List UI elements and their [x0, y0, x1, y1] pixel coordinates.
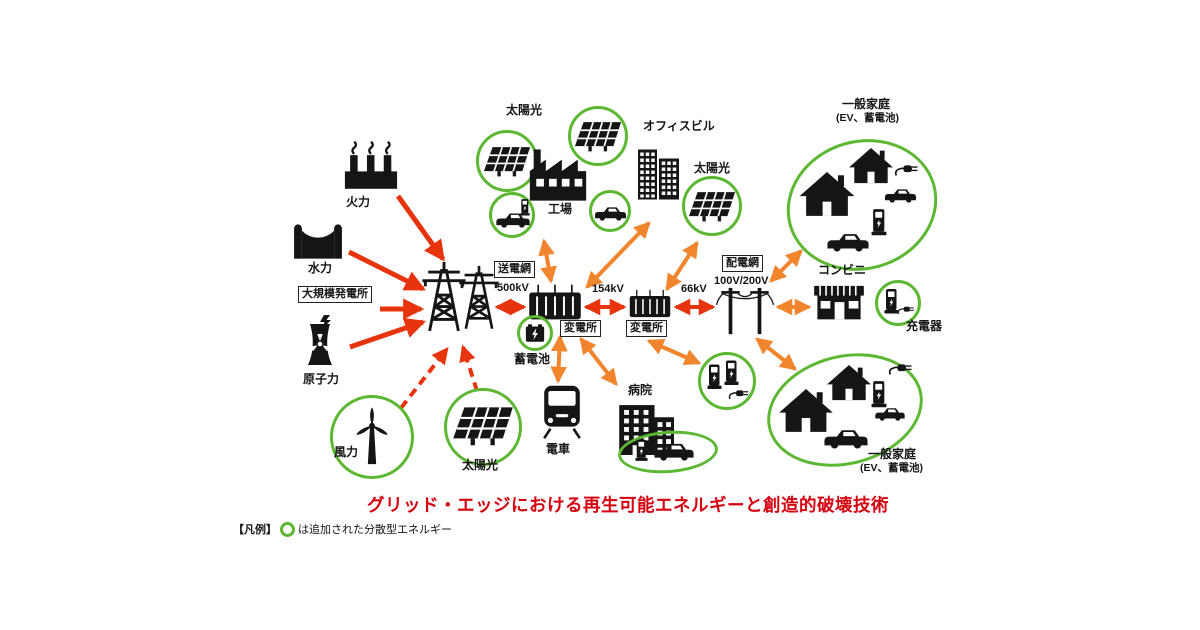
arrow-wind-to-grid: [399, 347, 449, 410]
solar-panel-icon: [688, 191, 736, 222]
ev-charger-icon: [724, 359, 739, 387]
wind-turbine-icon: [346, 400, 398, 472]
battery-label: 蓄電池: [514, 352, 551, 366]
solar-top1-label: 太陽光: [506, 103, 543, 117]
ev-charger-icon: [635, 438, 648, 463]
arrow-pole-home-bottom: [755, 337, 797, 371]
convenience-store-icon: [812, 281, 866, 321]
solar-panel-icon: [452, 406, 514, 446]
ev-charger-icon: [520, 198, 530, 217]
plug-icon: [888, 359, 916, 376]
substation-transformer-icon: [628, 287, 672, 320]
arrow-substation-chargers: [646, 339, 702, 365]
ev-charger-icon: [707, 363, 722, 391]
legend-text: は追加された分散型エネルギー: [298, 524, 452, 536]
arrow-hydro-to-grid: [347, 249, 426, 292]
train-label: 電車: [546, 442, 571, 456]
utility-pole-icon: [716, 283, 774, 335]
voltage-154kv: 154kV: [592, 283, 624, 295]
house-icon: [849, 148, 893, 184]
voltage-100v200v: 100V/200V: [714, 275, 769, 287]
arrow-substation-solar-right: [665, 240, 699, 292]
office-label: オフィスビル: [643, 119, 715, 133]
wind-label: 風力: [334, 445, 359, 459]
ev-car-icon: [874, 406, 906, 421]
ev-car-icon: [884, 187, 917, 203]
hydro-dam-icon: [292, 220, 344, 262]
battery-green-circle: [517, 315, 553, 351]
arrow-nuclear-to-grid: [349, 317, 426, 350]
arrow-thermal-to-grid: [395, 194, 446, 262]
large-plant-label: 大規模発電所: [298, 286, 372, 303]
chargers-green-circle: [698, 352, 756, 410]
charger-label: 充電器: [906, 319, 943, 333]
office-building-icon: [633, 135, 683, 212]
ev-green-circle: [589, 190, 631, 232]
charger-green-circle: [875, 280, 921, 326]
home-top-sublabel: (EV、蓄電池): [836, 112, 899, 124]
solar-bottom-label: 太陽光: [462, 458, 499, 472]
ev-charger-icon: [871, 207, 887, 238]
factory-label: 工場: [548, 202, 573, 216]
plug-icon: [894, 160, 922, 177]
legend-prefix: 【凡例】: [233, 524, 277, 536]
substation1-label: 変電所: [560, 320, 601, 337]
conbini-label: コンビニ: [818, 263, 867, 277]
hydro-label: 水力: [308, 261, 333, 275]
arrow-substation-office: [585, 221, 651, 289]
voltage-66kv: 66kV: [681, 283, 707, 295]
train-icon: [540, 384, 584, 440]
house-icon: [827, 365, 871, 401]
plug-icon: [728, 386, 752, 400]
solar-bottom-green-circle: [444, 388, 522, 466]
home-bottom-sublabel: (EV、蓄電池): [860, 462, 923, 474]
legend: 【凡例】 は追加された分散型エネルギー: [233, 521, 452, 537]
wind-green-circle: [330, 395, 414, 479]
solar-top2-green-circle: [568, 106, 628, 166]
thermal-label: 火力: [346, 195, 371, 209]
distribution-grid-label: 配電網: [722, 255, 763, 272]
house-icon: [799, 172, 855, 217]
plug-icon: [897, 303, 917, 315]
nuclear-plant-icon: [295, 310, 345, 372]
solar-panel-icon: [483, 146, 531, 177]
arrow-substation-hospital: [579, 337, 618, 386]
ev-green-circle: [489, 192, 535, 238]
substation2-label: 変電所: [626, 320, 667, 337]
home-bottom-label: 一般家庭: [868, 447, 917, 461]
legend-green-circle-icon: [280, 521, 295, 537]
voltage-500kv: 500kV: [497, 282, 529, 294]
hospital-label: 病院: [628, 383, 653, 397]
factory-icon: [526, 146, 590, 204]
ev-car-icon: [653, 441, 695, 461]
thermal-plant-icon: [342, 140, 400, 190]
diagram-title: グリッド・エッジにおける再生可能エネルギーと創造的破壊技術: [367, 495, 889, 515]
ev-car-icon: [823, 427, 869, 449]
arrow-substation-factory: [538, 238, 557, 284]
storage-battery-icon: [524, 323, 546, 343]
arrow-pole-home-top: [769, 249, 803, 283]
transmission-grid-label: 送電網: [494, 261, 535, 278]
solar-right-green-circle: [682, 176, 742, 236]
ev-car-icon: [826, 231, 870, 252]
arrow-solar-to-grid: [459, 344, 479, 392]
solar-right-label: 太陽光: [694, 161, 731, 175]
nuclear-label: 原子力: [303, 372, 340, 386]
home-top-label: 一般家庭: [842, 97, 891, 111]
arrow-substation-train: [550, 334, 568, 384]
ev-car-icon: [594, 205, 627, 221]
